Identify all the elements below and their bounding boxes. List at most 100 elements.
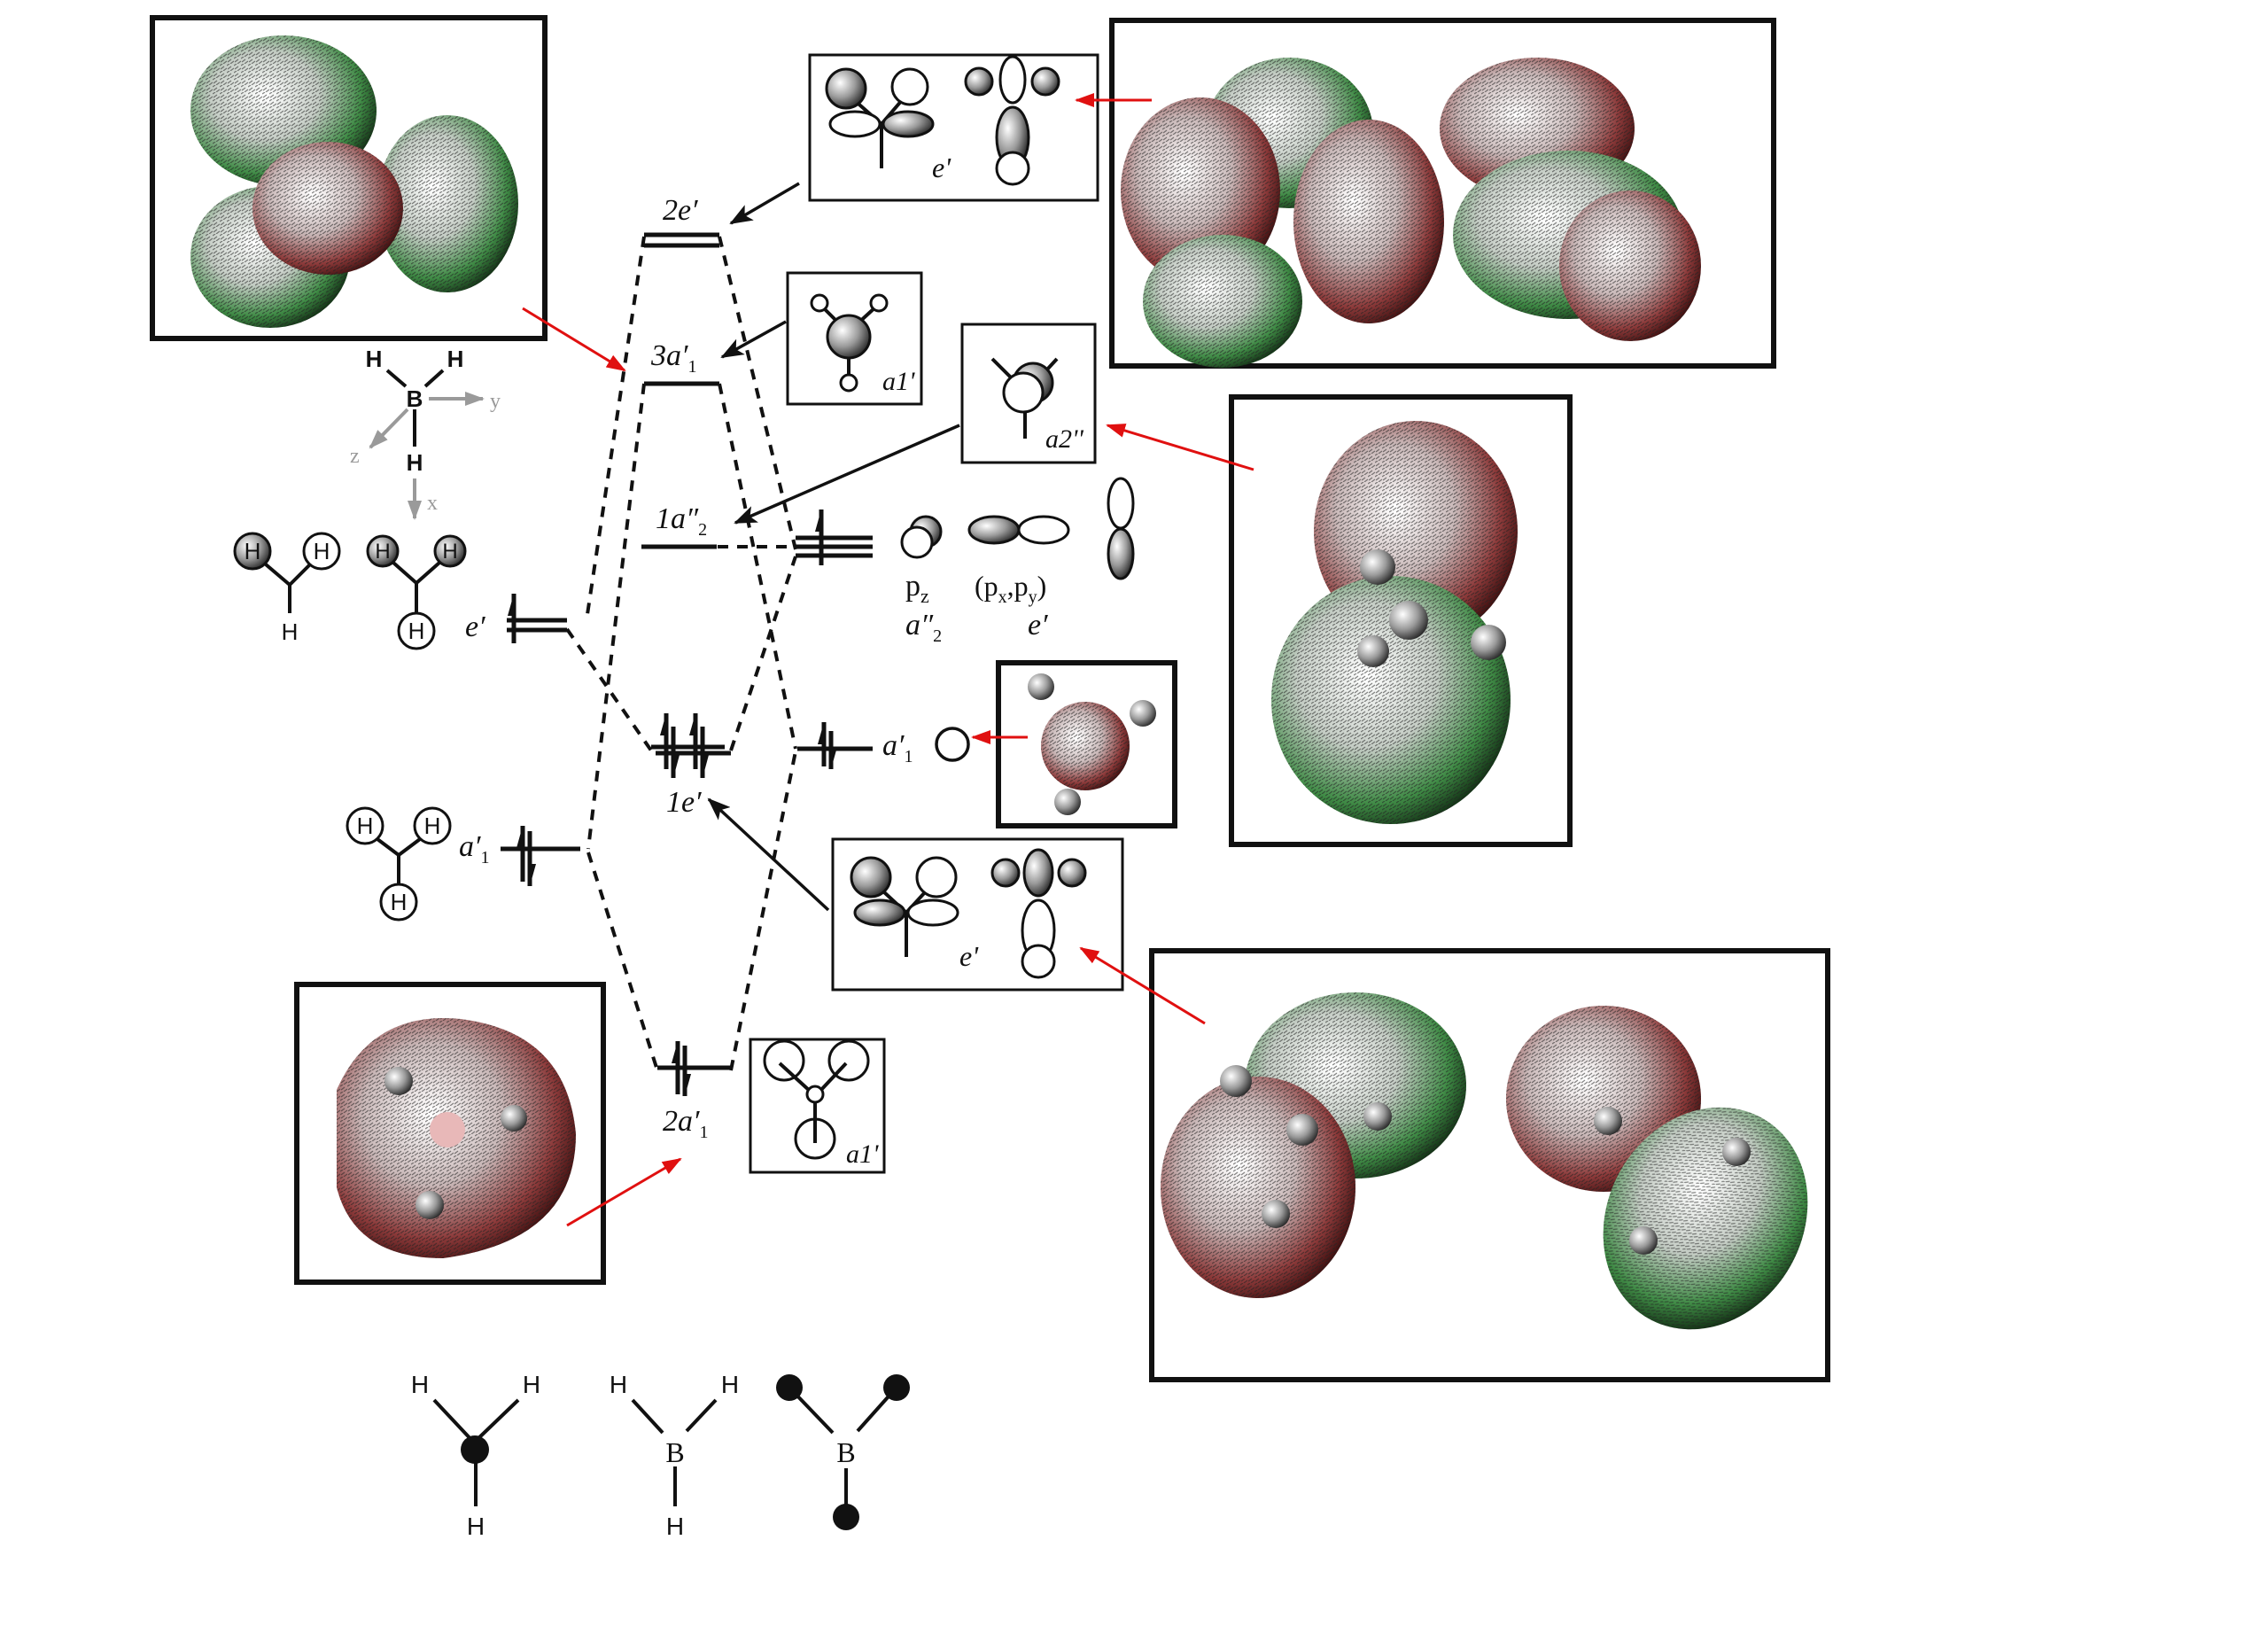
s-orbital-icon [935, 727, 970, 762]
mo-level-1e: 1e′ [651, 713, 731, 819]
orbital-render-a1-boron [996, 660, 1177, 828]
pz-symmetry-label: a″ [905, 609, 934, 642]
atom-h: H [408, 618, 425, 644]
arrow-to-1a2 [734, 424, 960, 525]
axis-x-label: x [427, 492, 438, 515]
atom-b: B [665, 1436, 684, 1468]
coordinate-axes: y z x H H B H [350, 346, 501, 520]
orbital-frame [1149, 948, 1830, 1382]
hydrogen-sphere [1360, 549, 1395, 585]
salc-label-e: e' [932, 152, 951, 183]
salc-label-a2-group: a2'' [1045, 424, 1084, 454]
salc-label-a2: a2'' [1045, 424, 1084, 454]
salc-box-top-e: e' [808, 53, 1099, 202]
atom-h: H [523, 1371, 540, 1398]
h3-e-salc-2: H H H [366, 534, 467, 650]
atom-h: H [447, 346, 464, 372]
level-label-2a1: 2a′ [663, 1105, 700, 1138]
atom-h: H [357, 813, 374, 839]
axis-z-label: z [350, 445, 360, 468]
level-subscript: 2 [698, 520, 707, 540]
level-subscript: 2 [933, 626, 942, 646]
orbital-frame [294, 982, 606, 1285]
atom-h: H [245, 538, 261, 564]
level-subscript: 1 [904, 747, 913, 766]
orbital-render-1e [1149, 948, 1830, 1382]
pz-subscript: z [920, 585, 929, 607]
boron-s-level: a′1 [797, 722, 970, 769]
mo-level-1a2: 1a″2 [641, 502, 717, 549]
ligand-dot [883, 1374, 910, 1401]
boron-s-label: a′ [882, 729, 905, 762]
salc-box-a2: a2'' [960, 323, 1097, 464]
atom-h: H [666, 1513, 684, 1540]
level-label-2e: 2e′ [663, 194, 698, 227]
pxpy-symmetry-label: e′ [1028, 609, 1048, 642]
h3-e-level: e′ [465, 594, 567, 643]
level-label-3a1: 3a′ [650, 339, 688, 372]
salc-label-a1: a1' [882, 367, 915, 396]
hydrogen-sphere [1471, 625, 1506, 660]
atom-h: H [366, 346, 383, 372]
red-arrow-3a1 [522, 307, 626, 372]
pxpy-close: ) [1037, 570, 1047, 602]
orbital-frame [996, 660, 1177, 828]
ligand-dot [776, 1374, 803, 1401]
correlation-lines [565, 236, 797, 1071]
level-label-2a1-group: 2a′1 [663, 1105, 708, 1142]
orbital-frame [1109, 18, 1776, 369]
atom-h: H [442, 540, 457, 564]
electron-pair [689, 713, 709, 778]
boron-p-levels [796, 509, 873, 565]
py-orbital-icon [1107, 477, 1135, 580]
electron-pair [672, 1041, 691, 1096]
atom-h: H [424, 813, 441, 839]
h3-a1-salc: H H H [346, 806, 452, 922]
orbital-render-3a1 [150, 15, 548, 341]
pz-label-group: pz [905, 570, 929, 607]
pxpy-comma: ,p [1007, 570, 1029, 602]
arrow-to-1e [707, 797, 830, 912]
center-dot [461, 1435, 489, 1464]
h3-a1-level: a′1 [459, 826, 580, 886]
salc-label-e: e' [959, 940, 979, 972]
salc-label-a1-bottom-group: a1' [846, 1140, 879, 1169]
salc-label-a1: a1' [846, 1140, 879, 1169]
level-label-1e: 1e′ [666, 786, 702, 819]
level-subscript: 1 [687, 357, 696, 377]
orbital-render-1a2 [1229, 394, 1573, 847]
atom-h: H [467, 1513, 485, 1540]
boron-sphere [1389, 601, 1428, 640]
boron-p-orbitals: pz a″2 (px,py) e′ [900, 477, 1135, 646]
atom-b: B [407, 385, 423, 412]
orbital-frame [1229, 394, 1573, 847]
orbital-frame [150, 15, 548, 341]
axis-y-label: y [490, 390, 501, 413]
h3-a1-label: a′ [459, 830, 481, 863]
atom-h: H [375, 540, 390, 564]
orbital-render-2e [1109, 18, 1776, 369]
ligand-dot [833, 1504, 859, 1530]
structure-bh3: B H H H [610, 1371, 739, 1540]
electron-pair [660, 713, 680, 778]
salc-label-a1-group: a1' [882, 367, 915, 396]
atom-h: H [721, 1371, 739, 1398]
level-label-1a2: 1a″ [656, 502, 699, 535]
px-subscript: x [998, 587, 1007, 607]
atom-h: H [391, 889, 408, 915]
salc-box-2a1: a1' [749, 1038, 886, 1174]
atom-h: H [314, 538, 330, 564]
red-arrow-1e [1079, 946, 1206, 1025]
red-arrows [522, 93, 1254, 1227]
py-subscript: y [1029, 587, 1037, 607]
mo-level-2e: 2e′ [644, 194, 719, 248]
mo-level-3a1: 3a′1 [644, 339, 719, 386]
level-subscript: 1 [699, 1123, 708, 1142]
h3-e-label: e′ [465, 611, 485, 643]
pxpy-label: (px,py) [975, 570, 1046, 607]
salc-box-bottom-e: e' [831, 837, 1124, 992]
pxpy-open: (p [975, 570, 998, 602]
mo-level-2a1: 2a′1 [657, 1041, 731, 1142]
orbital-render-2a1 [294, 982, 606, 1285]
